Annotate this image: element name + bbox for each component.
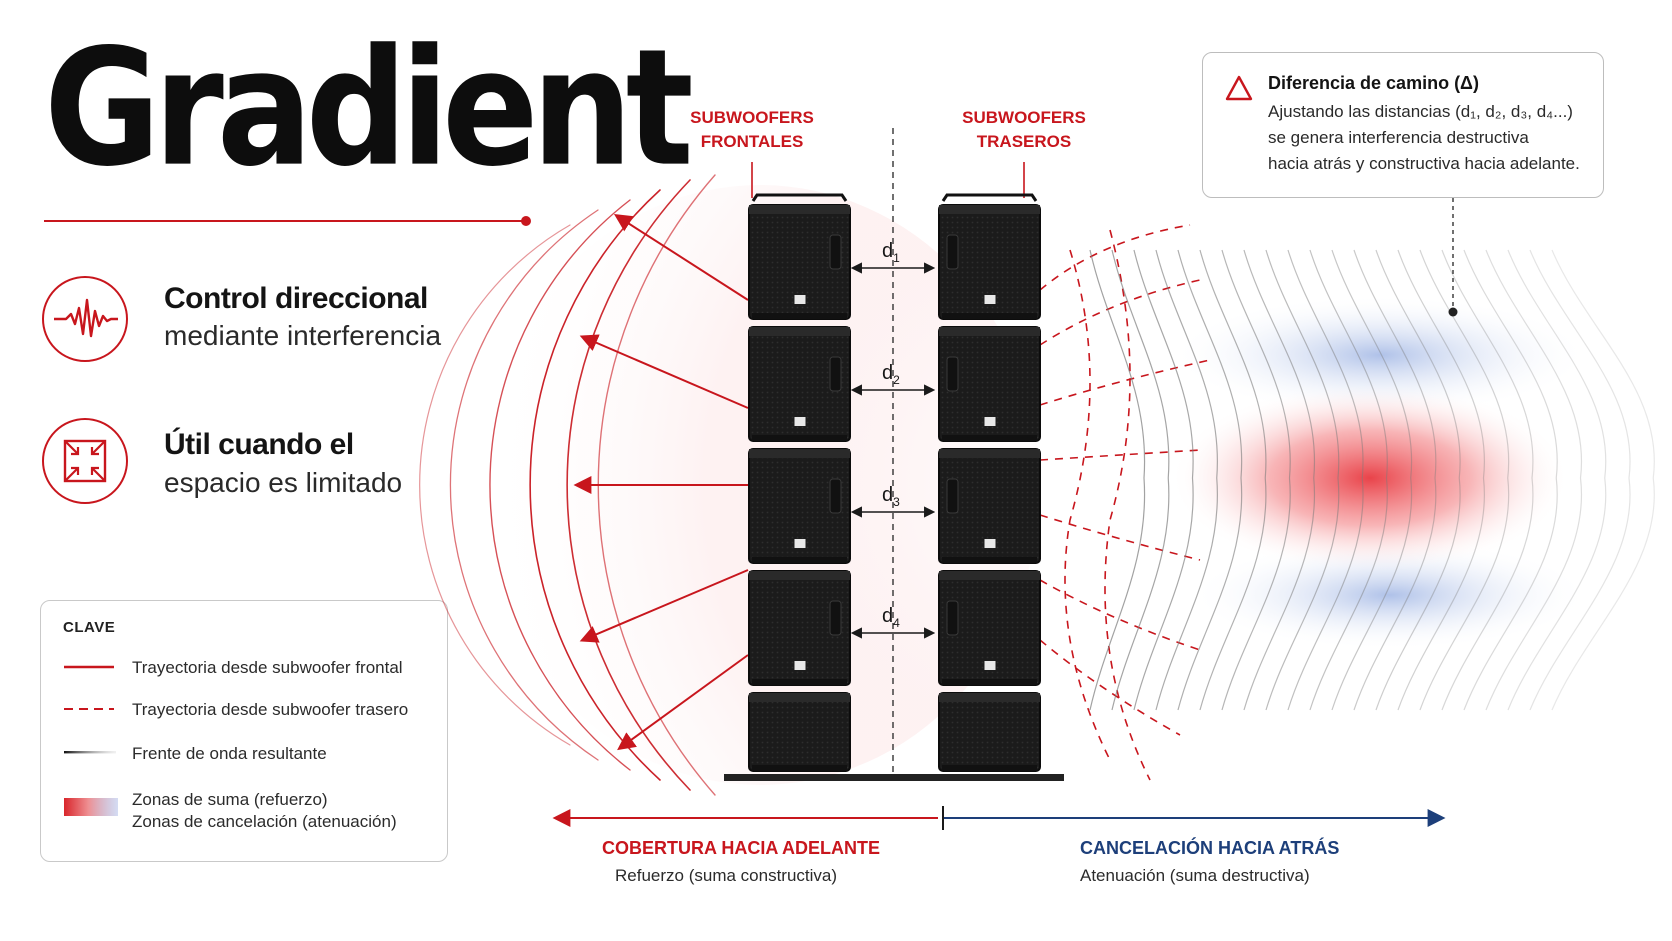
front-subwoofer-cabinet-4 xyxy=(748,570,851,686)
callout-line-1: Ajustando las distancias (d₁, d₂, d₃, d₄… xyxy=(1268,102,1573,121)
feature-title-2: Útil cuando el xyxy=(164,428,354,461)
waveform-icon xyxy=(42,276,128,362)
callout-leader-dot xyxy=(1448,307,1458,317)
resultant-wavefronts xyxy=(1089,249,1655,711)
forward-coverage-title: COBERTURA HACIA ADELANTE xyxy=(602,838,880,858)
rear-subwoofer-cabinet-3 xyxy=(938,448,1041,564)
resultant-wavefront-10 xyxy=(1287,249,1364,711)
resultant-wavefront-4 xyxy=(1155,249,1219,711)
front-trajectory-arrows xyxy=(573,214,749,751)
cancellation-zone-bottom xyxy=(1190,540,1590,650)
solid-red-line-icon xyxy=(64,665,114,669)
callout-title: Diferencia de camino (Δ) xyxy=(1268,73,1479,93)
resultant-wavefront-20 xyxy=(1507,249,1607,711)
rear-subwoofer-cabinet-4 xyxy=(938,570,1041,686)
feature-subtitle-1: mediante interferencia xyxy=(164,320,442,351)
resultant-wavefront-22 xyxy=(1551,249,1655,711)
resultant-wavefront-5 xyxy=(1177,249,1243,711)
distance-label-d4: d4 xyxy=(882,605,900,630)
front-rigging-bar xyxy=(751,193,848,202)
resultant-wavefront-12 xyxy=(1331,249,1413,711)
resultant-wavefront-21 xyxy=(1529,249,1631,711)
rear-subwoofer-cabinet-1 xyxy=(938,204,1041,320)
title-divider-dot xyxy=(521,216,531,226)
sum-cancel-swatch-icon xyxy=(64,798,118,816)
callout-line-2: se genera interferencia destructiva xyxy=(1268,128,1529,147)
distance-arrows xyxy=(850,262,936,639)
rear-subwoofer-cabinet-2 xyxy=(938,326,1041,442)
compress-arrows-icon xyxy=(42,418,128,504)
path-difference-callout xyxy=(1202,52,1604,198)
front-subwoofer-cabinet-5 xyxy=(748,692,851,772)
resultant-wavefront-13 xyxy=(1353,249,1437,711)
front-subwoofer-cabinet-3 xyxy=(748,448,851,564)
distance-label-d2: d2 xyxy=(882,362,900,387)
legend-panel xyxy=(40,600,448,862)
speaker-stacks xyxy=(748,193,1041,772)
summation-zone xyxy=(1170,383,1570,573)
resultant-wavefront-15 xyxy=(1397,249,1486,711)
backward-cancel-subtitle: Atenuación (suma destructiva) xyxy=(1080,866,1310,885)
resultant-wavefront-19 xyxy=(1485,249,1583,711)
legend-heading: CLAVE xyxy=(63,619,116,636)
page-title: Gradient xyxy=(44,14,694,203)
resultant-wavefront-18 xyxy=(1463,249,1558,711)
resultant-wavefront-7 xyxy=(1221,249,1291,711)
feature-title-1: Control direccional xyxy=(164,282,428,315)
resultant-wavefront-8 xyxy=(1243,249,1316,711)
legend-item-cancel-zones: Zonas de cancelación (atenuación) xyxy=(132,812,397,831)
front-subwoofer-cabinet-2 xyxy=(748,326,851,442)
resultant-wavefront-3 xyxy=(1133,249,1194,711)
front-subwoofer-cabinet-1 xyxy=(748,204,851,320)
rear-rigging-bar xyxy=(941,193,1038,202)
forward-coverage-subtitle: Refuerzo (suma constructiva) xyxy=(615,866,838,885)
title-divider xyxy=(44,220,524,222)
resultant-wavefront-1 xyxy=(1089,249,1146,711)
resultant-wavefront-16 xyxy=(1419,249,1510,711)
feature-subtitle-2: espacio es limitado xyxy=(164,467,403,498)
resultant-wavefront-6 xyxy=(1199,249,1267,711)
rear-subwoofer-cabinet-5 xyxy=(938,692,1041,772)
dashed-red-line-icon xyxy=(64,708,114,710)
legend-item-rear-path: Trayectoria desde subwoofer trasero xyxy=(132,700,409,719)
resultant-wavefront-17 xyxy=(1441,249,1534,711)
warning-triangle-icon xyxy=(1225,75,1253,101)
resultant-wavefront-9 xyxy=(1265,249,1340,711)
stack-base-plate xyxy=(724,774,1064,781)
distance-label-d1: d1 xyxy=(882,240,900,265)
wavefront-line-icon xyxy=(64,751,116,754)
legend-item-front-path: Trayectoria desde subwoofer frontal xyxy=(132,658,403,677)
resultant-wavefront-14 xyxy=(1375,249,1461,711)
resultant-wavefront-2 xyxy=(1111,249,1170,711)
legend-item-sum-zones: Zonas de suma (refuerzo) xyxy=(132,790,328,809)
backward-cancel-title: CANCELACIÓN HACIA ATRÁS xyxy=(1080,838,1340,858)
legend-item-wavefront: Frente de onda resultante xyxy=(132,744,327,763)
resultant-wavefront-11 xyxy=(1309,249,1388,711)
callout-line-3: hacia atrás y constructiva hacia adelant… xyxy=(1268,154,1580,173)
distance-label-d3: d3 xyxy=(882,484,900,509)
cancellation-zone-top xyxy=(1170,295,1590,415)
